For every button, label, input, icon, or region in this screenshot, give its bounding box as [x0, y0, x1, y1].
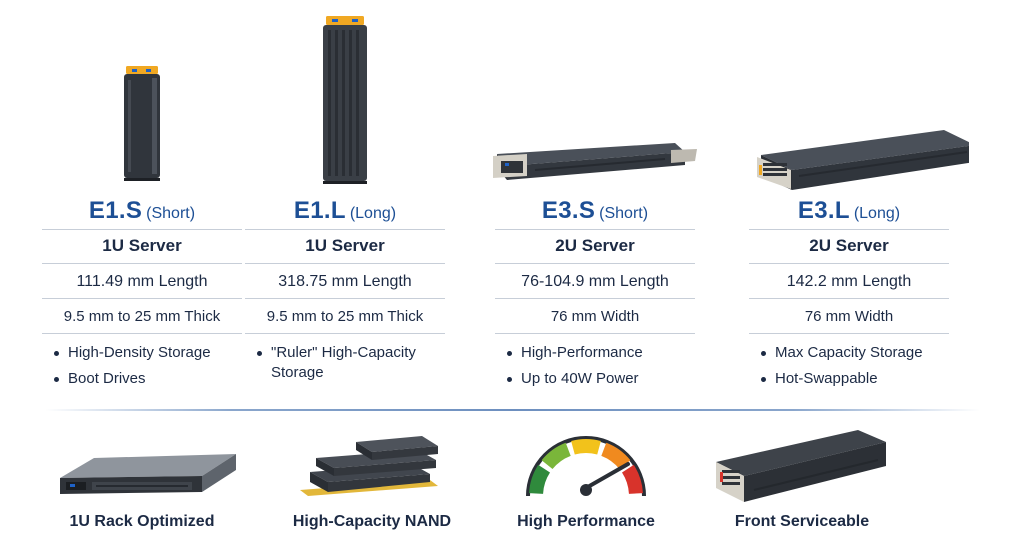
gauge-segment: [541, 442, 572, 470]
speedometer-icon: [526, 436, 646, 497]
feature-high-performance: High Performance: [466, 420, 706, 557]
gauge-segments: [529, 439, 643, 495]
server-spec: 1U Server: [102, 236, 182, 255]
form-factor-variant: (Short): [146, 205, 196, 222]
feature-list: "Ruler" High-Capacity Storage: [255, 343, 435, 389]
separator: [245, 333, 445, 334]
form-factor-variant: (Short): [599, 205, 649, 222]
list-item: Max Capacity Storage: [759, 343, 969, 363]
feature-label: Front Serviceable: [734, 513, 870, 530]
feature-label: High Performance: [517, 513, 655, 530]
list-item: "Ruler" High-Capacity Storage: [255, 343, 435, 383]
separator: [749, 298, 949, 299]
gauge-segment: [529, 464, 551, 495]
e1s-drive-image: [124, 66, 160, 181]
list-item: Up to 40W Power: [505, 369, 715, 389]
feature-label: High-Capacity NAND: [292, 513, 452, 530]
length-spec: 318.75 mm Length: [278, 273, 412, 290]
feature-front-serviceable: Front Serviceable: [682, 420, 922, 557]
form-factor-title: E1.L(Long): [225, 197, 465, 225]
separator: [42, 333, 242, 334]
gauge-arc: [526, 436, 646, 497]
separator: [245, 263, 445, 264]
list-item: Hot-Swappable: [759, 369, 969, 389]
section-divider: [45, 409, 980, 411]
separator: [245, 229, 445, 230]
separator: [42, 229, 242, 230]
form-factor-variant: (Long): [853, 205, 901, 222]
rack-server-icon: [60, 454, 236, 494]
e3l-drive-image: [757, 130, 969, 190]
front-service-drive-icon: [716, 430, 886, 502]
server-spec: 1U Server: [305, 236, 385, 255]
dimension-spec: 76 mm Width: [804, 308, 894, 325]
server-spec: 2U Server: [809, 236, 889, 255]
separator: [749, 333, 949, 334]
form-factor-name: E3.S: [541, 197, 596, 224]
feature-label: 1U Rack Optimized: [69, 513, 215, 530]
separator: [495, 333, 695, 334]
nand-stack-icon: [300, 436, 438, 496]
e1l-drive-image: [323, 16, 367, 184]
list-item: High-Performance: [505, 343, 715, 363]
form-factor-name: E3.L: [797, 197, 850, 224]
feature-rack-optimized: 1U Rack Optimized: [22, 420, 262, 557]
e3s-drive-image: [493, 143, 697, 180]
feature-high-capacity-nand: High-Capacity NAND: [252, 420, 492, 557]
separator: [495, 229, 695, 230]
feature-list: High-Performance Up to 40W Power: [505, 343, 715, 395]
dimension-spec: 76 mm Width: [550, 308, 640, 325]
form-factor-name: E1.L: [293, 197, 346, 224]
separator: [245, 298, 445, 299]
separator: [42, 298, 242, 299]
separator: [495, 298, 695, 299]
form-factor-title: E3.L(Long): [729, 197, 969, 225]
separator: [749, 263, 949, 264]
separator: [495, 263, 695, 264]
form-factor-title: E1.S(Short): [22, 197, 262, 225]
gauge-segment: [600, 442, 631, 470]
length-spec: 142.2 mm Length: [786, 273, 912, 290]
list-item: High-Density Storage: [52, 343, 262, 363]
gauge-segment: [571, 439, 601, 455]
length-spec: 111.49 mm Length: [76, 273, 208, 290]
form-factor-title: E3.S(Short): [475, 197, 715, 225]
separator: [749, 229, 949, 230]
dimension-spec: 9.5 mm to 25 mm Thick: [63, 308, 221, 325]
dimension-spec: 9.5 mm to 25 mm Thick: [266, 308, 424, 325]
server-spec: 2U Server: [555, 236, 635, 255]
feature-list: Max Capacity Storage Hot-Swappable: [759, 343, 969, 395]
form-factor-name: E1.S: [88, 197, 143, 224]
feature-list: High-Density Storage Boot Drives: [52, 343, 262, 395]
length-spec: 76-104.9 mm Length: [521, 273, 669, 290]
gauge-segment: [621, 464, 643, 495]
form-factor-variant: (Long): [349, 205, 397, 222]
list-item: Boot Drives: [52, 369, 262, 389]
separator: [42, 263, 242, 264]
